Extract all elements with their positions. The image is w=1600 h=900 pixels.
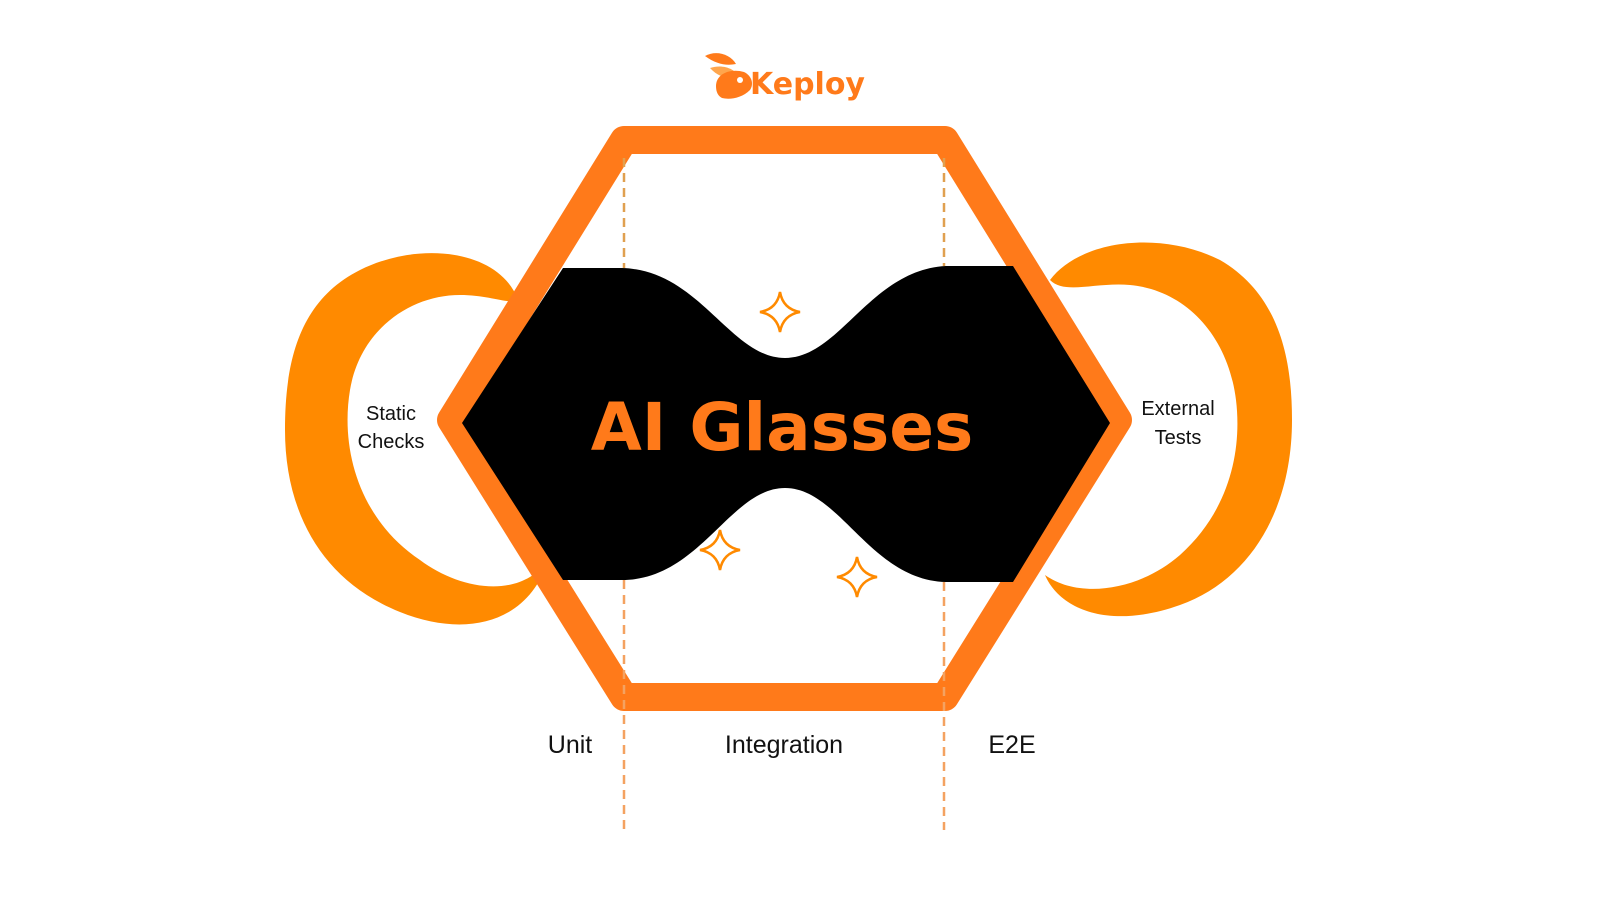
rabbit-icon [705,53,752,99]
left-loop-label-line1: Static [366,403,416,425]
sparkle-icon [836,556,878,598]
column-dividers [622,158,946,830]
glasses-shape [462,266,1110,582]
sparkle-icon [699,529,741,571]
right-loop-label-line2: Tests [1155,427,1202,449]
right-loop-label-line1: External [1141,398,1214,420]
column-label-integration: Integration [725,731,843,759]
brand-name: Keploy [750,67,865,102]
column-label-e2e: E2E [988,731,1035,759]
left-loop-label-line2: Checks [358,431,425,453]
right-loop [1045,242,1292,617]
column-label-unit: Unit [548,731,593,759]
sparkle-icon [759,291,801,333]
brand-logo: Keploy [705,53,865,102]
diagram-title: AI Glasses [591,389,974,466]
left-loop [285,253,548,625]
